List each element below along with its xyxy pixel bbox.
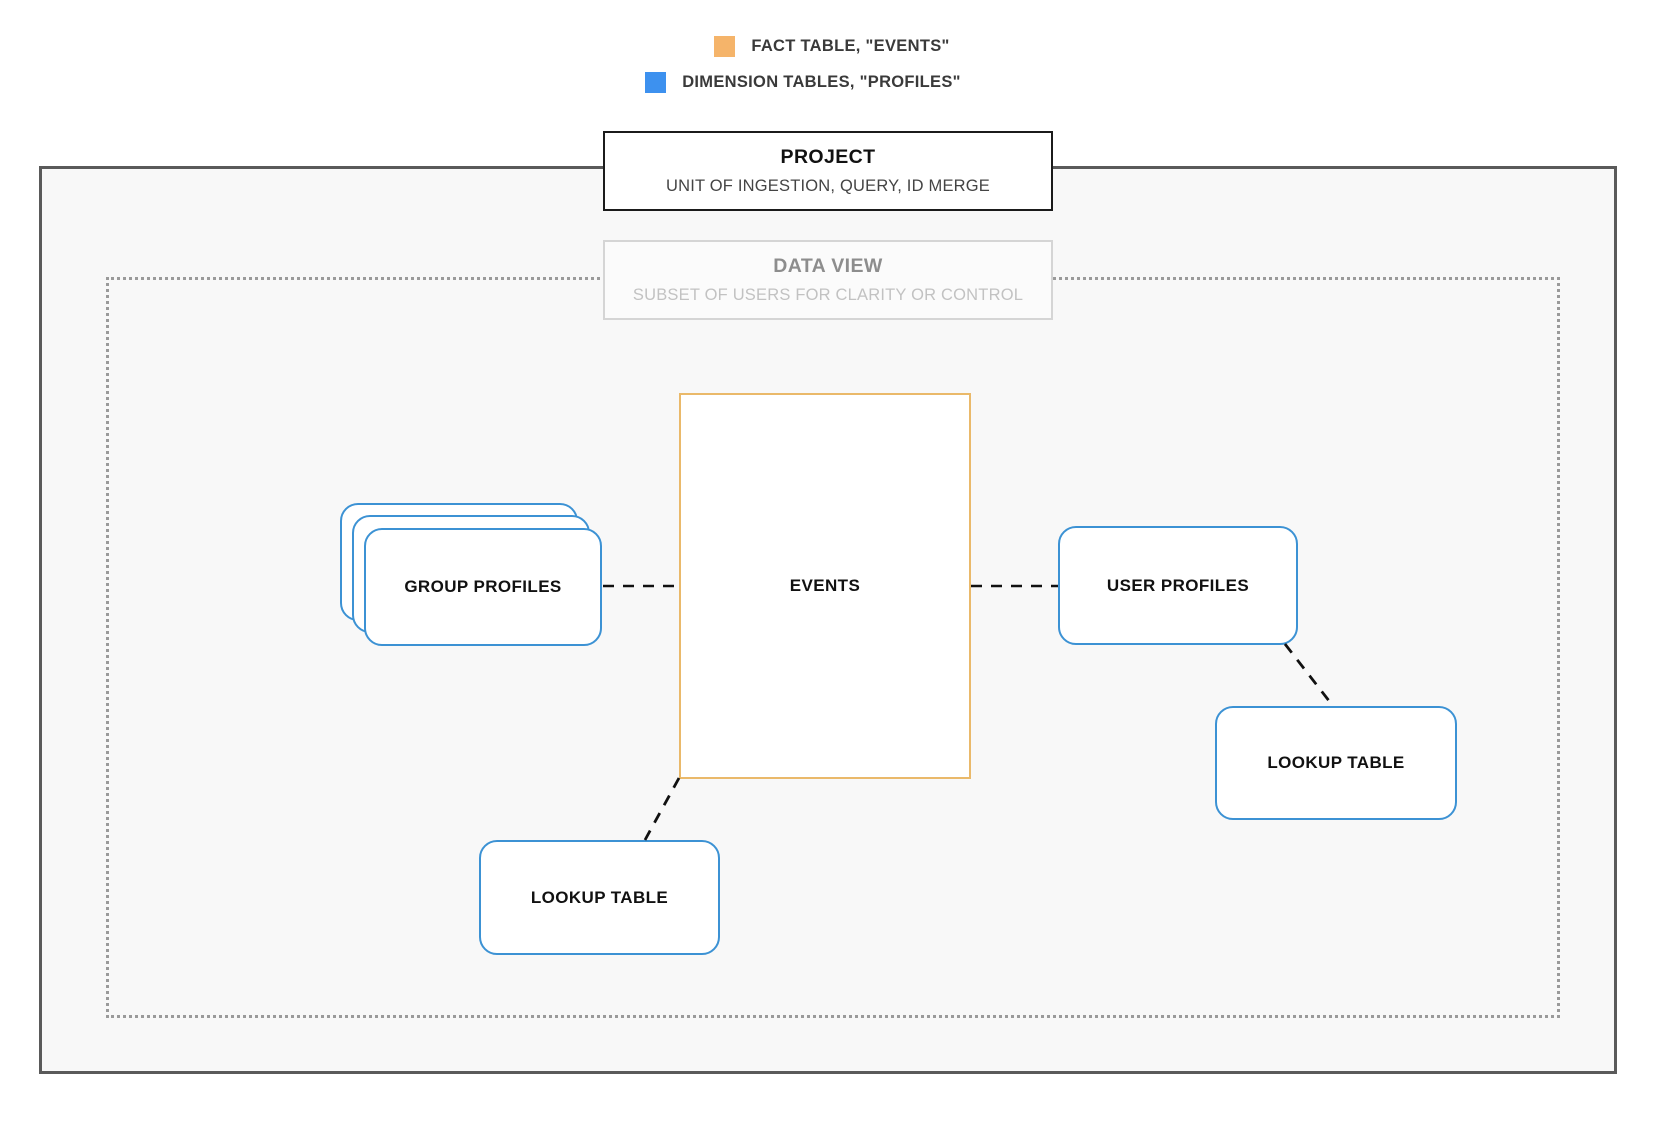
- lookup-table-left-card[interactable]: LOOKUP TABLE: [479, 840, 720, 955]
- legend-item-fact-table: FACT TABLE, "EVENTS": [0, 28, 1664, 64]
- lookup-table-right-label: LOOKUP TABLE: [1267, 753, 1405, 772]
- legend: FACT TABLE, "EVENTS" DIMENSION TABLES, "…: [0, 28, 1664, 100]
- legend-label-fact-table: FACT TABLE, "EVENTS": [751, 36, 950, 55]
- data-view-subtitle: SUBSET OF USERS FOR CLARITY OR CONTROL: [632, 286, 1024, 304]
- project-header-box: PROJECT UNIT OF INGESTION, QUERY, ID MER…: [603, 131, 1053, 211]
- project-title: PROJECT: [780, 146, 876, 168]
- orange-square-swatch: [714, 35, 736, 57]
- group-profiles-card[interactable]: GROUP PROFILES: [364, 528, 602, 646]
- legend-label-dimension-tables: DIMENSION TABLES, "PROFILES": [682, 72, 961, 91]
- data-view-header-box: DATA VIEW SUBSET OF USERS FOR CLARITY OR…: [603, 240, 1053, 320]
- legend-item-dimension-tables: DIMENSION TABLES, "PROFILES": [0, 64, 1664, 100]
- user-profiles-label: USER PROFILES: [1106, 575, 1250, 595]
- data-view-title: DATA VIEW: [773, 255, 883, 277]
- lookup-table-right-card[interactable]: LOOKUP TABLE: [1215, 706, 1457, 820]
- project-subtitle: UNIT OF INGESTION, QUERY, ID MERGE: [665, 177, 990, 195]
- user-profiles-card[interactable]: USER PROFILES: [1058, 526, 1298, 645]
- fact-table-events[interactable]: EVENTS: [679, 393, 971, 779]
- group-profiles-label: GROUP PROFILES: [404, 577, 562, 596]
- fact-table-events-label: EVENTS: [789, 576, 861, 595]
- lookup-table-left-label: LOOKUP TABLE: [530, 887, 669, 907]
- blue-square-swatch: [645, 71, 667, 93]
